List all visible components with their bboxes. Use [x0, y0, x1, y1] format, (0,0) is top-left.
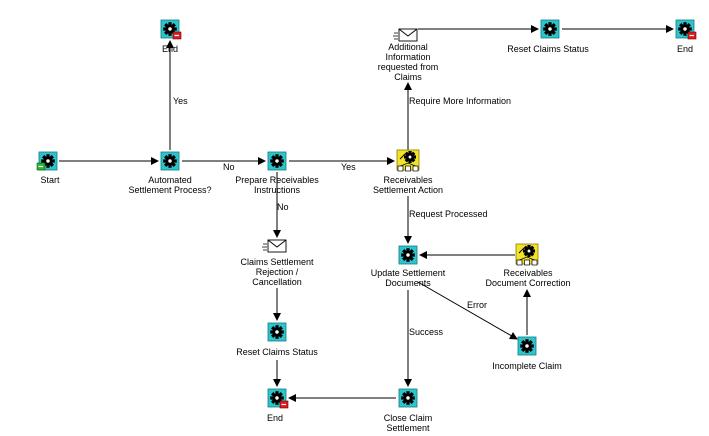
reset-left-label: Reset Claims Status [236, 347, 318, 357]
node-additional-info-icon [393, 28, 418, 42]
rec-action-label: Receivables Settlement Action [372, 175, 444, 195]
node-reset-top-icon [540, 19, 560, 39]
update-docs-label: Update Settlement Documents [370, 268, 446, 288]
node-prepare-icon [267, 151, 287, 171]
prepare-label: Prepare Receivables Instructions [235, 175, 319, 195]
edge-label-update-incomplete: Error [467, 300, 487, 310]
node-reset-left-icon [267, 322, 287, 342]
additional-info-label: Additional Information requested from Cl… [377, 42, 439, 82]
node-close-claim-icon [398, 388, 418, 408]
node-incomplete-icon [517, 336, 537, 356]
doc-correction-label: Receivables Document Correction [485, 268, 571, 288]
edge-label-prepare-action: Yes [341, 162, 356, 172]
node-end-top-left-icon [160, 19, 182, 40]
node-end-top-right-icon [675, 19, 697, 40]
start-label: Start [40, 175, 60, 185]
edge-update-docs-to-incomplete [417, 281, 518, 340]
edge-label-action-info: Require More Information [409, 96, 512, 106]
node-automated-icon [160, 151, 180, 171]
claims-rejection-label: Claims Settlement Rejection / Cancellati… [240, 257, 314, 287]
node-start-icon [36, 151, 58, 171]
close-claim-label: Close Claim Settlement [383, 413, 433, 433]
end-top-right-label: End [676, 44, 693, 54]
node-update-docs-icon [398, 245, 418, 265]
end-bottom-label: End [266, 413, 283, 423]
edge-label-auto-end: Yes [173, 96, 188, 106]
node-rec-action-icon [396, 149, 420, 172]
edge-label-auto-prepare: No [223, 162, 235, 172]
node-end-bottom-icon [267, 388, 289, 409]
node-doc-correction-icon [515, 243, 539, 266]
edge-label-update-close: Success [409, 327, 444, 337]
incomplete-label: Incomplete Claim [492, 361, 562, 371]
edge-label-prepare-rejection: No [277, 202, 289, 212]
node-claims-rejection-icon [262, 239, 287, 253]
end-top-left-label: End [161, 44, 178, 54]
edge-label-action-update: Request Processed [409, 209, 488, 219]
reset-top-label: Reset Claims Status [507, 44, 589, 54]
automated-label: Automated Settlement Process? [128, 175, 212, 195]
